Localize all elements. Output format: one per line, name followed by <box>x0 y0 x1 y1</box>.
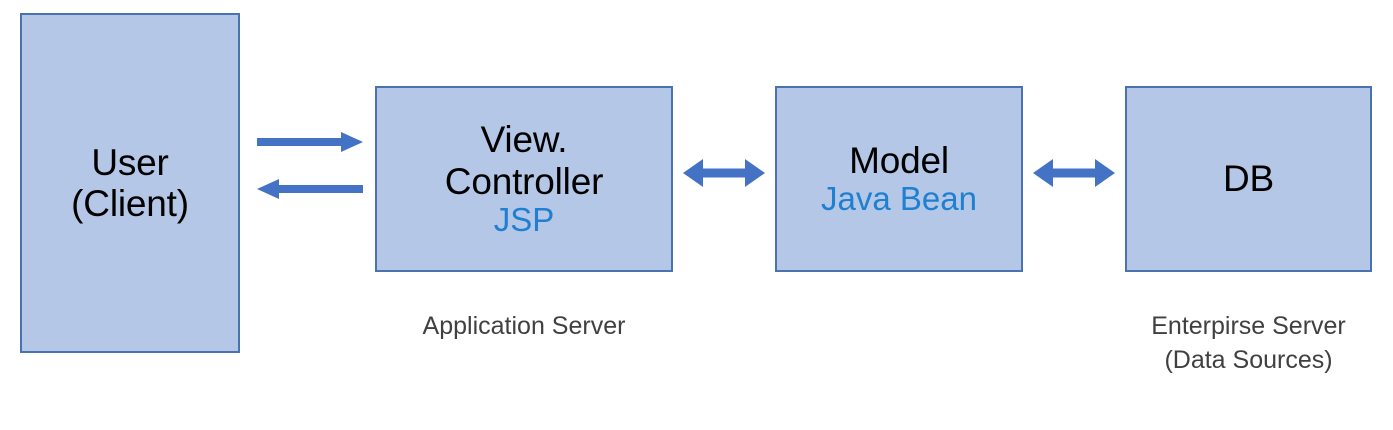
node-model-title-line1: Model <box>849 139 949 181</box>
node-view-title-line1: View. <box>480 119 568 161</box>
arrow-right-icon-user-to-view <box>255 131 365 153</box>
caption-enterprise-server-line2: (Data Sources) <box>1164 345 1333 374</box>
node-db-title-line1: DB <box>1223 158 1274 200</box>
node-model-subtitle: Java Bean <box>821 180 977 218</box>
caption-application-server-line1: Application Server <box>422 312 626 340</box>
node-user-title-line2: (Client) <box>71 183 189 224</box>
caption-enterprise-server-line1: Enterpirse Server <box>1151 312 1346 340</box>
arrow-left-icon-view-to-user <box>255 178 365 200</box>
node-model[interactable]: Model Java Bean <box>775 86 1023 272</box>
node-view-subtitle: JSP <box>493 200 555 238</box>
caption-application-server: Application Server <box>375 310 673 344</box>
node-view-title-line2: Controller <box>444 160 604 202</box>
node-user-title-line1: User <box>91 141 169 183</box>
node-view-controller[interactable]: View. Controller JSP <box>375 86 673 272</box>
node-db[interactable]: DB <box>1125 86 1372 272</box>
arrow-double-icon-model-db <box>1031 157 1117 189</box>
arrow-double-icon-view-model <box>681 157 767 189</box>
caption-enterprise-server: Enterpirse Server (Data Sources) <box>1105 310 1392 378</box>
node-user-client[interactable]: User (Client) <box>20 13 240 353</box>
